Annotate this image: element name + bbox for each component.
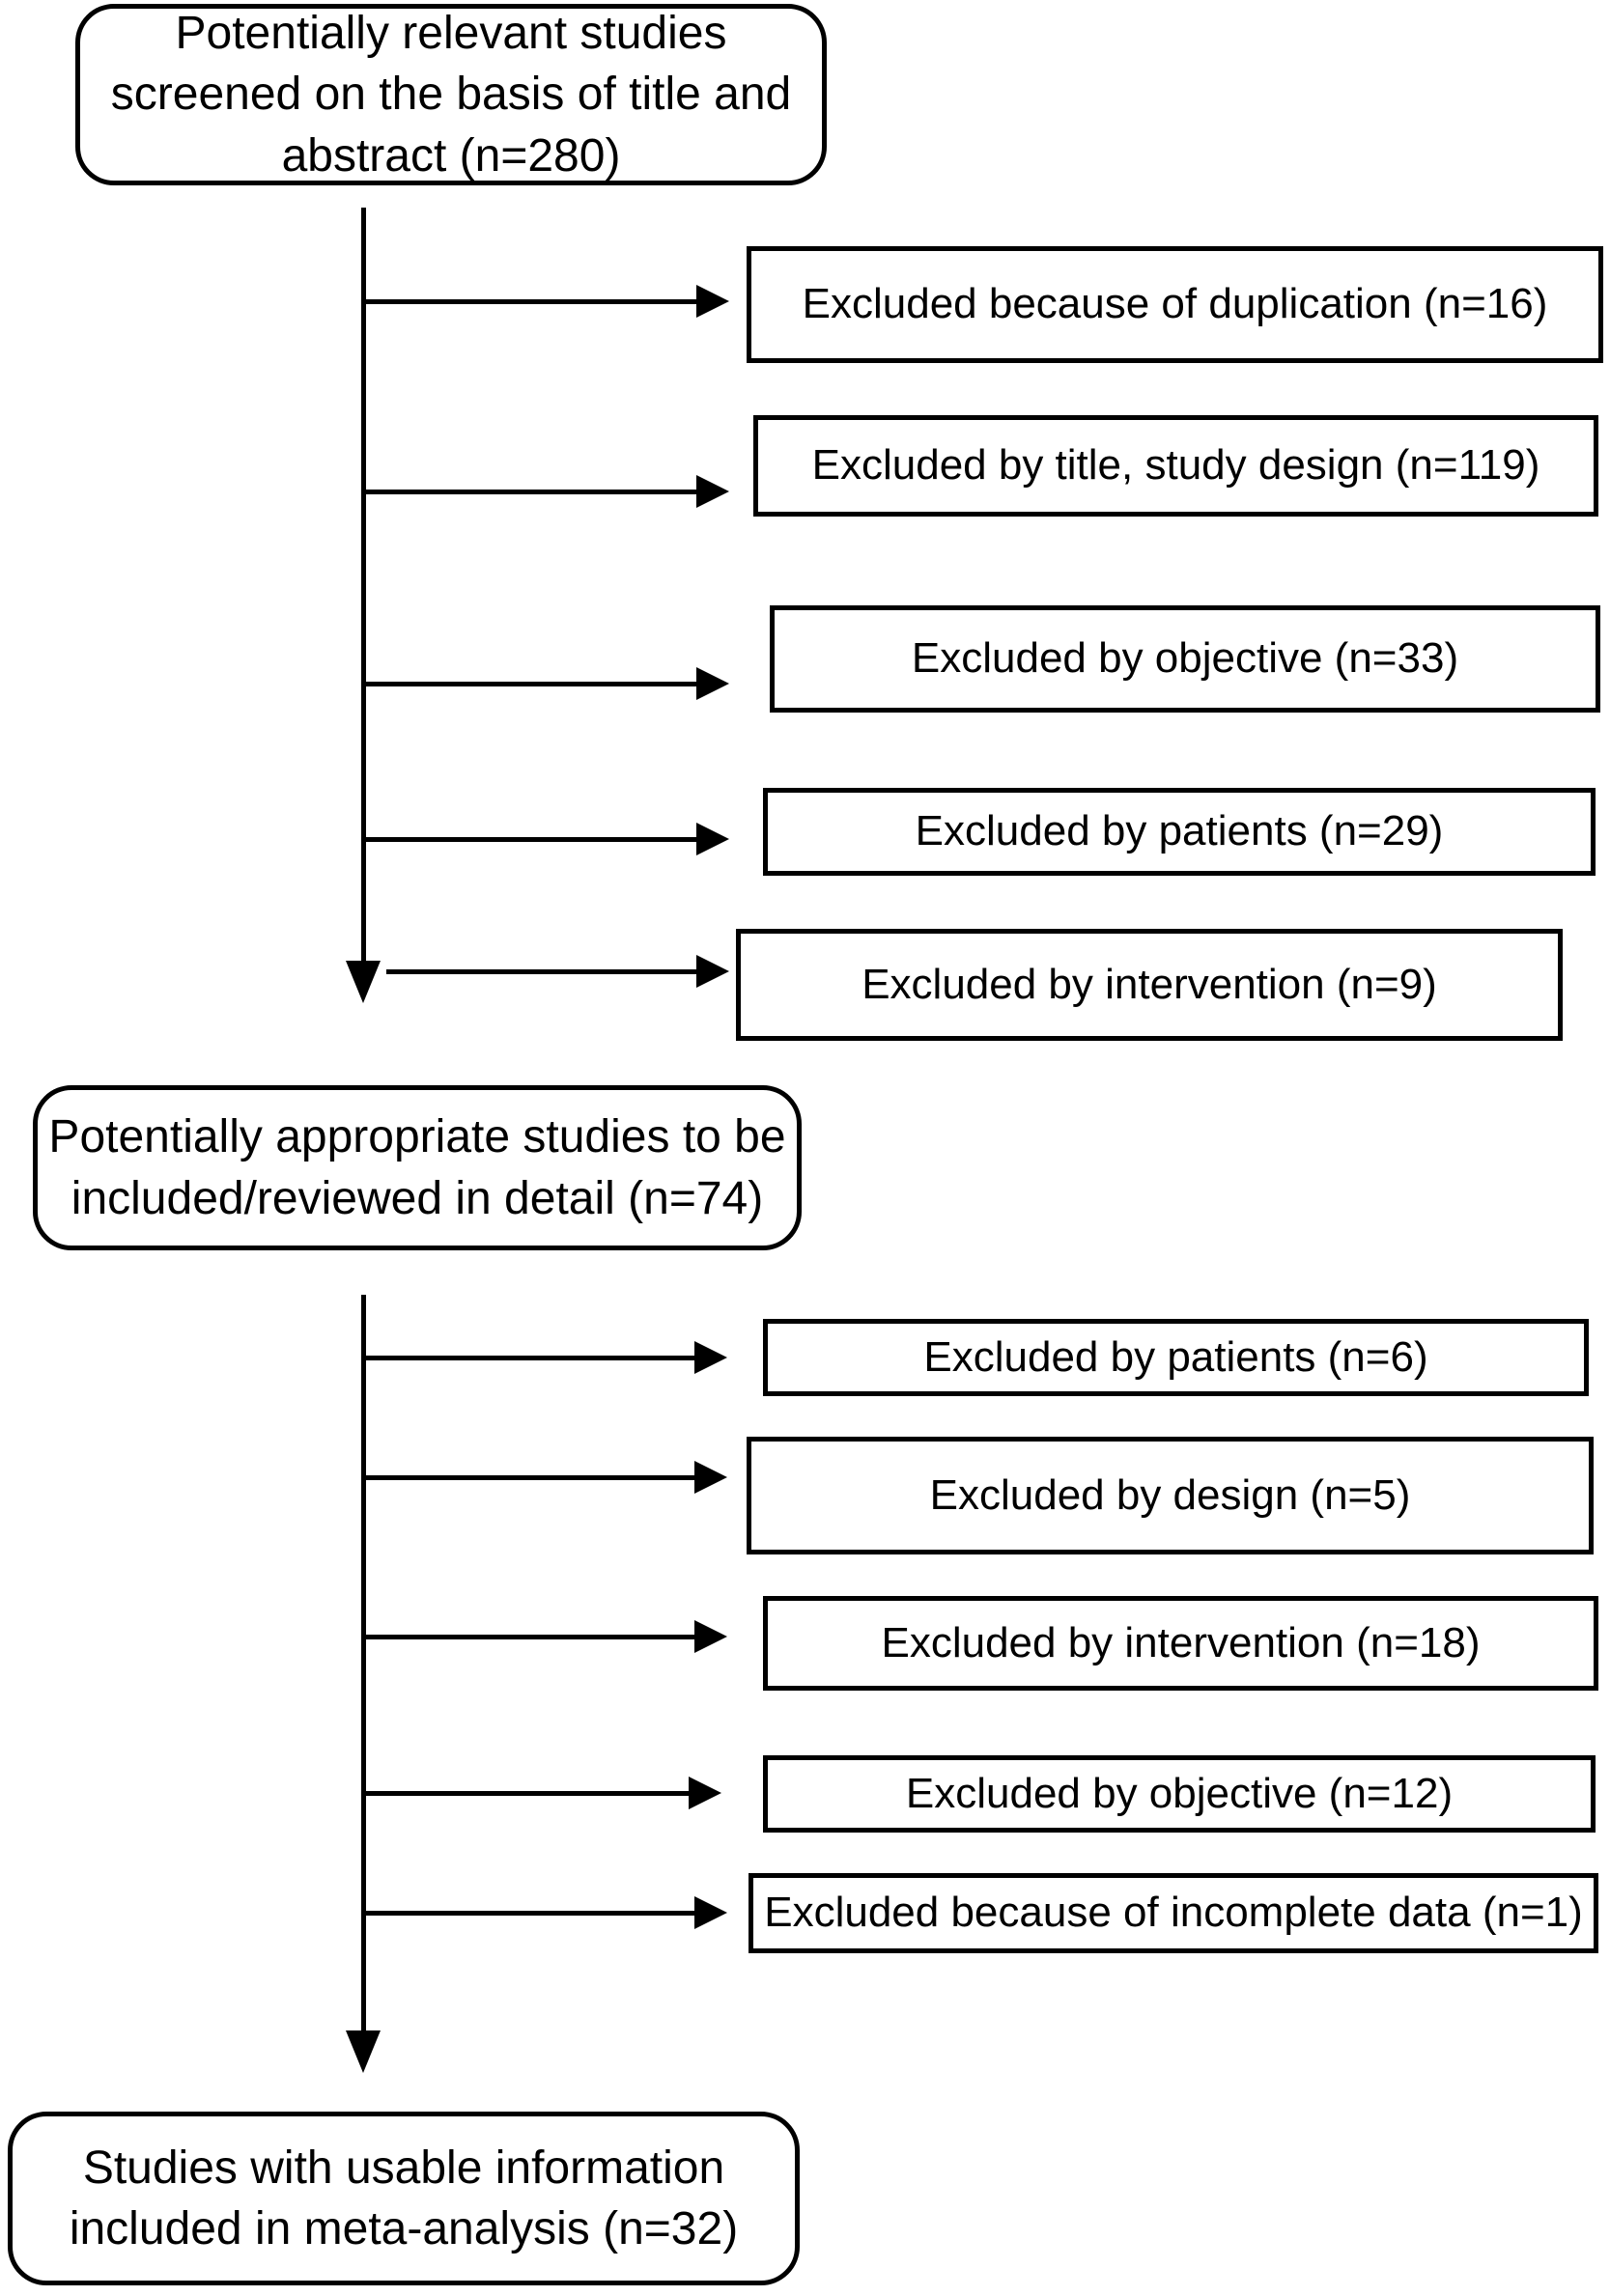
exclusion-arrow-patients-29 — [363, 823, 729, 855]
right-arrowhead-8 — [694, 1620, 727, 1653]
exclusion-box-patients-29-label: Excluded by patients (n=29) — [915, 807, 1444, 855]
exclusion-box-design-5-label: Excluded by design (n=5) — [929, 1470, 1411, 1519]
exclusion-arrow-patients-6 — [363, 1341, 727, 1374]
exclusion-box-incomplete-data: Excluded because of incomplete data (n=1… — [749, 1873, 1598, 1953]
right-arrowhead-10 — [694, 1896, 727, 1929]
flow-line-down-1 — [346, 208, 381, 1003]
right-arrowhead-9 — [689, 1777, 721, 1809]
exclusion-box-duplication: Excluded because of duplication (n=16) — [747, 246, 1603, 363]
exclusion-box-title-design: Excluded by title, study design (n=119) — [753, 415, 1598, 517]
right-arrowhead-3 — [696, 667, 729, 700]
exclusion-box-design-5: Excluded by design (n=5) — [747, 1437, 1594, 1554]
exclusion-arrow-title-design — [363, 475, 729, 508]
down-arrowhead-2 — [346, 2030, 381, 2073]
right-arrowhead-2 — [696, 475, 729, 508]
stage-box-included: Studies with usable information included… — [8, 2112, 800, 2285]
exclusion-box-patients-6-label: Excluded by patients (n=6) — [923, 1332, 1428, 1381]
exclusion-arrow-duplication — [363, 285, 729, 318]
stage-box-included-label: Studies with usable information included… — [69, 2142, 739, 2254]
stage-box-reviewed: Potentially appropriate studies to be in… — [33, 1085, 802, 1250]
stage-box-reviewed-label: Potentially appropriate studies to be in… — [48, 1111, 786, 1224]
right-arrowhead-4 — [696, 823, 729, 855]
exclusion-box-intervention-9-label: Excluded by intervention (n=9) — [861, 960, 1437, 1008]
exclusion-box-duplication-label: Excluded because of duplication (n=16) — [802, 280, 1548, 328]
flow-line-down-2 — [346, 1295, 381, 2073]
right-arrowhead-6 — [694, 1341, 727, 1374]
right-arrowhead-5 — [696, 955, 729, 988]
stage-box-screened-label: Potentially relevant studies screened on… — [110, 7, 792, 182]
exclusion-arrow-objective-12 — [363, 1777, 721, 1809]
right-arrowhead-1 — [696, 285, 729, 318]
down-arrowhead-1 — [346, 961, 381, 1003]
exclusion-box-objective-33-label: Excluded by objective (n=33) — [911, 634, 1459, 683]
exclusion-box-objective-12: Excluded by objective (n=12) — [763, 1755, 1596, 1833]
exclusion-box-intervention-9: Excluded by intervention (n=9) — [736, 929, 1563, 1041]
exclusion-box-title-design-label: Excluded by title, study design (n=119) — [811, 441, 1540, 490]
right-arrowhead-7 — [694, 1461, 727, 1494]
exclusion-box-intervention-18-label: Excluded by intervention (n=18) — [881, 1618, 1481, 1666]
exclusion-arrow-incomplete-data — [363, 1896, 727, 1929]
exclusion-box-objective-33: Excluded by objective (n=33) — [770, 605, 1600, 713]
exclusion-arrow-design-5 — [363, 1461, 727, 1494]
exclusion-box-patients-6: Excluded by patients (n=6) — [763, 1319, 1589, 1396]
exclusion-arrow-objective-33 — [363, 667, 729, 700]
stage-box-screened: Potentially relevant studies screened on… — [75, 4, 827, 185]
exclusion-box-patients-29: Excluded by patients (n=29) — [763, 788, 1596, 876]
exclusion-arrow-intervention-18 — [363, 1620, 727, 1653]
exclusion-box-intervention-18: Excluded by intervention (n=18) — [763, 1596, 1598, 1691]
exclusion-arrow-intervention-9 — [386, 955, 729, 988]
exclusion-box-incomplete-data-label: Excluded because of incomplete data (n=1… — [764, 1889, 1583, 1937]
exclusion-box-objective-12-label: Excluded by objective (n=12) — [905, 1769, 1454, 1817]
